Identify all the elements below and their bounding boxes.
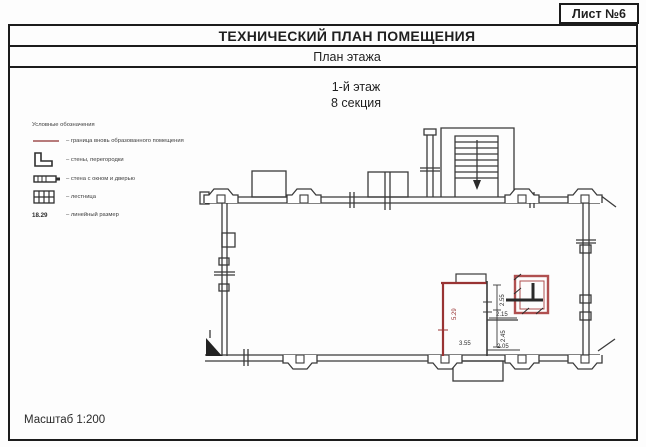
sheet-frame: ТЕХНИЧЕСКИЙ ПЛАН ПОМЕЩЕНИЯ План этажа 1-…: [8, 24, 638, 441]
document-title: ТЕХНИЧЕСКИЙ ПЛАН ПОМЕЩЕНИЯ: [218, 27, 476, 44]
wall-window-door-icon: [32, 173, 66, 185]
legend-item-label: – стены, перегородки: [66, 156, 124, 163]
document-subtitle: План этажа: [313, 49, 381, 64]
title-row: ТЕХНИЧЕСКИЙ ПЛАН ПОМЕЩЕНИЯ: [10, 26, 636, 47]
sheet-number-box: Лист №6: [559, 3, 639, 24]
legend-item-label: – стена с окном и дверью: [66, 175, 135, 182]
legend: Условные обозначения – граница вновь обр…: [32, 122, 202, 225]
legend-item-window-door: – стена с окном и дверью: [32, 173, 202, 185]
legend-item-staircase: – лестница: [32, 189, 202, 205]
linear-dimension-sample: 18.29: [32, 211, 48, 219]
sheet-number: Лист №6: [572, 6, 626, 21]
floor-label: 1-й этаж: [331, 80, 381, 94]
legend-item-label: – граница вновь образованного помещения: [66, 137, 184, 144]
scale-label: Масштаб 1:200: [24, 414, 106, 426]
legend-item-boundary: – граница вновь образованного помещения: [32, 135, 202, 147]
legend-item-walls: – стены, перегородки: [32, 151, 202, 169]
legend-item-dimension: 18.29 – линейный размер: [32, 209, 202, 221]
boundary-line-icon: [32, 136, 66, 146]
wall-partition-icon: [32, 151, 66, 169]
staircase-icon: [32, 189, 66, 205]
legend-item-label: – линейный размер: [66, 211, 119, 218]
legend-item-label: – лестница: [66, 193, 96, 200]
legend-title: Условные обозначения: [32, 122, 95, 128]
section-label: 8 секция: [330, 96, 381, 110]
subtitle-row: План этажа: [10, 47, 636, 68]
